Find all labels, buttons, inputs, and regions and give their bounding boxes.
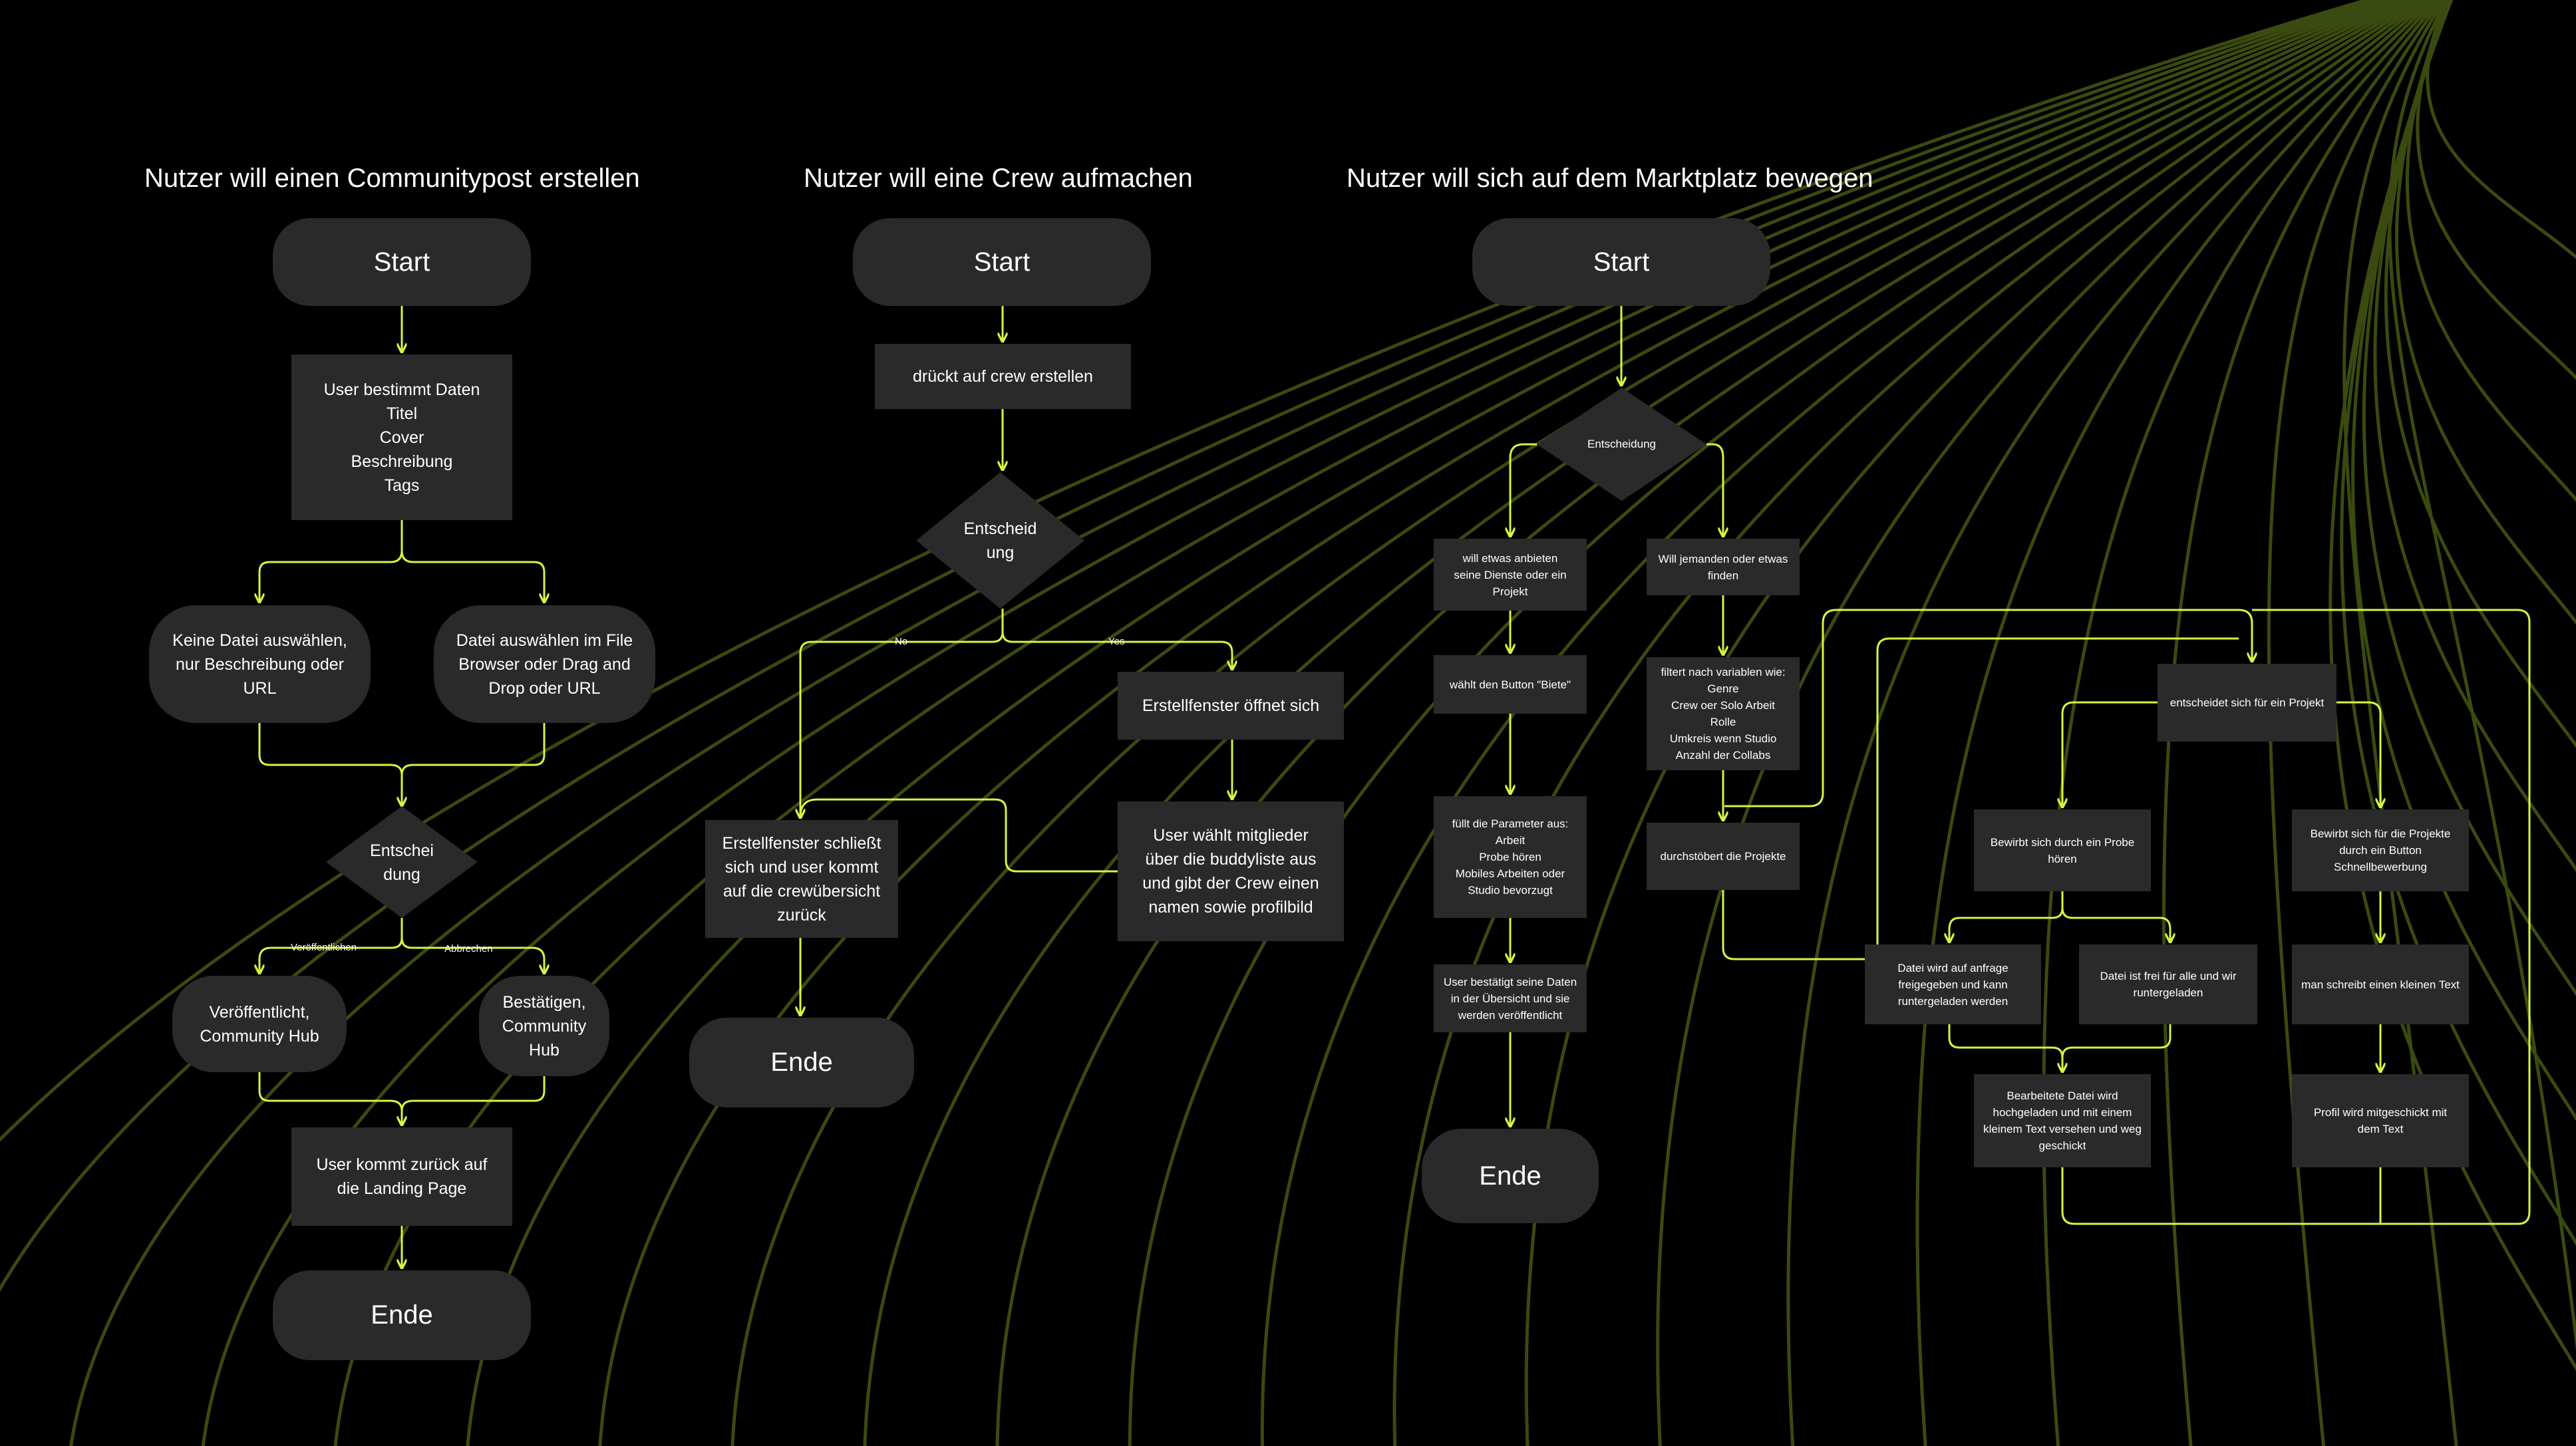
flow3-edited-file: Bearbeitete Datei wird hochgeladen und m… — [1974, 1074, 2151, 1167]
flow3-decision-label: Entscheidung — [1587, 438, 1657, 450]
f3-browse-loop-to-choose — [1724, 609, 2252, 807]
flow2-end-node: Ende — [689, 1018, 914, 1107]
flow3-title: Nutzer will sich auf dem Marktplatz bewe… — [1347, 164, 1873, 193]
f3-choose-to-probe — [2062, 701, 2158, 806]
flow3-file-on-request: Datei wird auf anfrage freigegeben und k… — [1865, 944, 2041, 1024]
swirl-line — [1128, 0, 2418, 1446]
flow1-title: Nutzer will einen Communitypost erstelle… — [144, 164, 640, 193]
flow2-window-closes: Erstellfenster schließt sich und user ko… — [705, 820, 898, 938]
flow3-parameters: füllt die Parameter aus: Arbeit Probe hö… — [1434, 796, 1587, 918]
flow1-label-publish: Veröffentlichen — [291, 942, 357, 953]
swirl-line — [1656, 0, 2431, 1446]
flow1-result-published: Veröffentlicht, Community Hub — [172, 976, 347, 1072]
flow2-decision-label: Entscheid ung — [963, 519, 1037, 562]
flow3-find: Will jemanden oder etwas finden — [1647, 539, 1800, 595]
flow2-decision-diamond — [916, 472, 1084, 609]
swirl-line — [466, 0, 2398, 1446]
f3-decision-to-offer — [1510, 443, 1537, 535]
swirl-line — [995, 0, 2414, 1446]
swirl-line — [2405, 0, 2576, 502]
swirl-line — [2395, 0, 2576, 625]
f2-decision-to-yes — [1001, 631, 1232, 668]
flow3-profile-sent: Profil wird mitgeschickt mit dem Text — [2292, 1074, 2469, 1167]
flow3-file-free: Datei ist frei für alle und wir runterge… — [2079, 944, 2257, 1024]
f1-data-to-right — [401, 550, 544, 601]
f3-probe-to-free — [2061, 907, 2170, 941]
flow3-browse: durchstöbert die Projekte — [1647, 823, 1800, 890]
f1-left-to-decision — [258, 723, 402, 805]
f1-decision-to-left — [259, 918, 403, 972]
f1-decision-to-right — [401, 937, 544, 972]
f3-results-loop — [2061, 609, 2531, 1225]
f3-probe-to-request — [1949, 891, 2064, 941]
flow1-decision-label: Entschei dung — [370, 841, 434, 884]
flow2-press-create: drückt auf crew erstellen — [875, 344, 1131, 409]
flow3-offer: will etwas anbieten seine Dienste oder e… — [1434, 539, 1587, 611]
flow1-result-confirm: Bestätigen, Community Hub — [479, 976, 609, 1076]
swirl-line — [598, 0, 2402, 1446]
flow1-decision-diamond — [326, 806, 478, 918]
flow1-end-node: Ende — [273, 1270, 531, 1360]
f3-free-to-edited — [2061, 1024, 2172, 1058]
f3-decision-to-find — [1706, 443, 1723, 535]
swirl-line — [2267, 0, 2444, 1446]
flow3-button-biete: wählt den Button "Biete" — [1434, 655, 1587, 714]
f1-right-result-join — [401, 1076, 546, 1111]
flow2-title: Nutzer will eine Crew aufmachen — [804, 164, 1193, 193]
swirl-line — [2388, 0, 2576, 1351]
swirl-line — [2373, 0, 2576, 872]
swirl-line — [863, 0, 2410, 1446]
flow3-start-node: Start — [1472, 218, 1770, 306]
swirl-line — [1786, 0, 2434, 1446]
swirl-line — [1915, 0, 2436, 1446]
swirl-line — [2416, 0, 2576, 380]
swirl-line — [2162, 0, 2442, 1446]
swirl-line — [2329, 0, 2576, 1372]
swirl-line — [2362, 0, 2576, 996]
swirl-line — [0, 0, 2373, 1142]
f2-decision-to-no — [800, 609, 1004, 817]
flow3-end-node: Ende — [1422, 1129, 1599, 1223]
flow3-apply-quick: Bewirbt sich für die Projekte durch ein … — [2292, 809, 2469, 891]
flow2-window-opens: Erstellfenster öffnet sich — [1118, 672, 1344, 740]
flow1-label-cancel: Abbrechen — [444, 943, 493, 954]
flow2-label-yes: Yes — [1108, 636, 1125, 647]
flow1-option-no-file: Keine Datei auswählen, nur Beschreibung … — [149, 605, 371, 723]
flow1-start-node: Start — [273, 218, 531, 306]
flow3-decision-diamond — [1537, 388, 1706, 501]
f1-right-to-decision — [401, 723, 546, 776]
flow3-choose-project: entscheidet sich für ein Projekt — [2158, 664, 2336, 742]
flow2-select-members: User wählt mitglieder über die buddylist… — [1118, 801, 1344, 941]
f2-members-to-close — [799, 798, 1118, 873]
flow3-short-text: man schreibt einen kleinen Text — [2292, 944, 2469, 1024]
swirl-line — [1392, 0, 2424, 1446]
swirl-line — [730, 0, 2406, 1446]
flow3-apply-probe: Bewirbt sich durch ein Probe hören — [1974, 809, 2151, 891]
swirl-line — [2340, 0, 2576, 1246]
flow3-confirm: User bestätigt seine Daten in der Übersi… — [1434, 964, 1587, 1032]
f3-choose-to-quick — [2336, 701, 2380, 806]
flow1-data-step: User bestimmt Daten Titel Cover Beschrei… — [291, 355, 512, 520]
flow1-landing-step: User kommt zurück auf die Landing Page — [291, 1127, 512, 1226]
flow1-option-file: Datei auswählen im File Browser oder Dra… — [434, 605, 655, 723]
flow2-start-node: Start — [853, 218, 1151, 306]
f1-results-to-landing — [258, 1072, 402, 1124]
f3-request-to-edited — [1948, 1024, 2062, 1071]
swirl-line — [2384, 0, 2576, 748]
swirl-line — [1524, 0, 2428, 1446]
flow2-label-no: No — [895, 636, 908, 647]
f1-data-to-left — [259, 520, 403, 601]
swirl-line — [1261, 0, 2421, 1446]
flow3-filter: filtert nach variablen wie: Genre Crew o… — [1647, 657, 1800, 770]
f3-browse-to-file — [1722, 890, 1865, 960]
